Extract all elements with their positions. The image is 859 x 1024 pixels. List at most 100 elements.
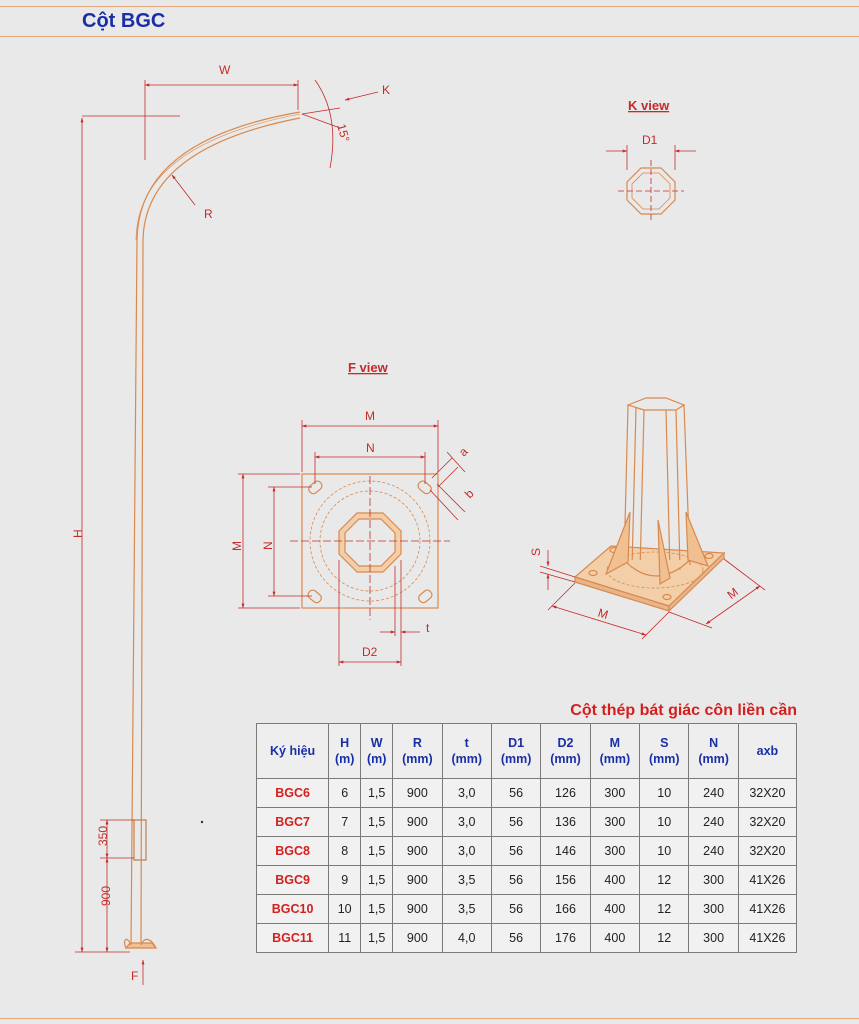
table-cell: 1,5 <box>360 865 394 895</box>
model-code-cell: BGC11 <box>255 923 330 953</box>
table-cell: 240 <box>688 807 739 837</box>
table-cell: 1,5 <box>360 807 394 837</box>
label-f: F <box>131 969 138 983</box>
table-cell: 11 <box>328 923 362 953</box>
table-cell: 56 <box>490 836 542 866</box>
table-cell: 300 <box>589 778 641 808</box>
column-header-unit: (mm) <box>451 752 483 766</box>
table-cell: 12 <box>639 923 690 953</box>
column-header-name: D1 <box>508 736 525 750</box>
bottom-border-line <box>0 1018 859 1019</box>
table-cell: 1,5 <box>360 778 394 808</box>
table-cell: 56 <box>490 778 542 808</box>
table-cell: 32X20 <box>737 778 798 808</box>
column-header: D1(mm) <box>490 723 542 779</box>
table-cell: 900 <box>392 894 443 924</box>
label-r: R <box>204 207 213 221</box>
table-cell: 41X26 <box>737 894 798 924</box>
table-cell: 300 <box>688 865 739 895</box>
table-cell: 56 <box>490 807 542 837</box>
label-w: W <box>219 63 231 77</box>
table-cell: 300 <box>688 894 739 924</box>
column-header: H (m) <box>328 723 362 779</box>
model-code-cell: BGC8 <box>255 836 330 866</box>
table-cell: 3,0 <box>441 807 492 837</box>
table-cell: 176 <box>540 923 591 953</box>
column-header-name: N <box>709 736 719 750</box>
table-cell: 32X20 <box>737 807 798 837</box>
table-cell: 900 <box>392 807 443 837</box>
title-underline <box>0 36 859 37</box>
k-view-drawing <box>626 167 676 215</box>
table-cell: 1,5 <box>360 836 394 866</box>
table-cell: 300 <box>589 836 641 866</box>
base-label-m-front: M <box>596 606 610 622</box>
column-header-name: R <box>412 736 422 750</box>
table-cell: 6 <box>328 778 362 808</box>
table-cell: 10 <box>328 894 362 924</box>
table-cell: 300 <box>688 923 739 953</box>
page-title: Cột BGC <box>82 10 166 32</box>
table-cell: 400 <box>589 894 641 924</box>
column-header-unit: (m) <box>334 752 355 766</box>
table-cell: 900 <box>392 865 443 895</box>
column-header: axb <box>737 723 798 779</box>
table-cell: 56 <box>490 894 542 924</box>
table-cell: 10 <box>639 807 690 837</box>
table-cell: 240 <box>688 778 739 808</box>
base-label-s: S <box>529 548 543 556</box>
table-cell: 166 <box>540 894 591 924</box>
table-cell: 1,5 <box>360 894 394 924</box>
column-header-name: axb <box>756 744 779 758</box>
table-cell: 10 <box>639 836 690 866</box>
column-header: W(m) <box>360 723 394 779</box>
column-header-unit: (m) <box>366 752 387 766</box>
column-header-name: Ký hiệu <box>270 744 316 758</box>
k-view-title: K view <box>628 98 670 113</box>
table-cell: 3,0 <box>441 778 492 808</box>
table-cell: 8 <box>328 836 362 866</box>
label-350: 350 <box>96 826 110 846</box>
table-cell: 240 <box>688 836 739 866</box>
table-cell: 300 <box>589 807 641 837</box>
model-code-cell: BGC6 <box>255 778 330 808</box>
table-cell: 900 <box>392 836 443 866</box>
model-code-cell: BGC7 <box>255 807 330 837</box>
model-code-cell: BGC10 <box>255 894 330 924</box>
column-header-unit: (mm) <box>550 752 581 766</box>
f-label-d2: D2 <box>362 645 378 659</box>
f-label-n-top: N <box>366 441 375 455</box>
f-label-a: a <box>456 444 471 459</box>
table-cell: 900 <box>392 923 443 953</box>
table-cell: 9 <box>328 865 362 895</box>
table-cell: 10 <box>639 778 690 808</box>
column-header: Ký hiệu <box>255 723 330 779</box>
top-border-line <box>0 6 859 7</box>
f-view-title: F view <box>348 360 389 375</box>
column-header-unit: (mm) <box>599 752 631 766</box>
table-cell: 12 <box>639 894 690 924</box>
column-header-name: S <box>660 736 669 750</box>
base-label-m-side: M <box>725 585 741 602</box>
table-cell: 56 <box>490 865 542 895</box>
pole-dimensions <box>75 79 379 985</box>
base-3d-drawing <box>573 397 726 613</box>
column-header-name: H <box>340 736 350 750</box>
table-cell: 1,5 <box>360 923 394 953</box>
table-cell: 400 <box>589 865 641 895</box>
table-title: Cột thép bát giác côn liền cần <box>570 702 797 719</box>
k-label-d1: D1 <box>642 133 658 147</box>
column-header: t(mm) <box>441 723 492 779</box>
column-header: S(mm) <box>639 723 690 779</box>
table-cell: 900 <box>392 778 443 808</box>
label-900: 900 <box>99 886 113 906</box>
model-code-cell: BGC9 <box>255 865 330 895</box>
table-cell: 7 <box>328 807 362 837</box>
